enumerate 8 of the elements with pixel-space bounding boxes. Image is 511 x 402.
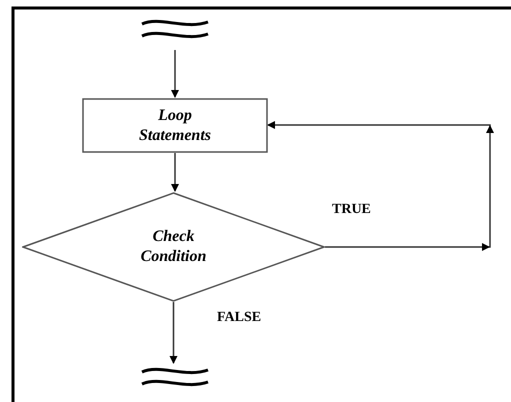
arrow xyxy=(171,50,179,98)
arrow xyxy=(170,302,178,364)
node-text: Loop Statements xyxy=(138,106,212,146)
decision-diamond xyxy=(22,192,325,302)
arrow xyxy=(171,153,179,192)
arrow xyxy=(267,121,494,251)
node-text: Check Condition xyxy=(140,227,208,267)
process-box xyxy=(82,98,268,153)
